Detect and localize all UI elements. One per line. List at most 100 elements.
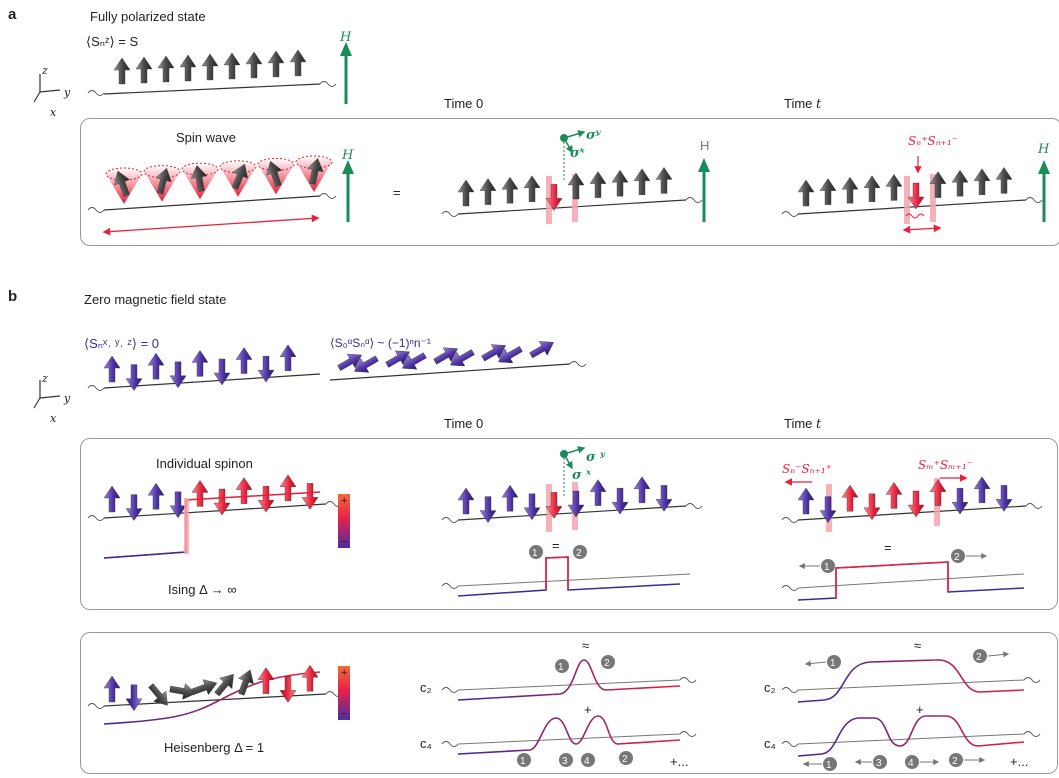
polarized-expectation: ⟨Sₙᶻ⟩ = S	[86, 34, 139, 49]
spin-arrow	[611, 488, 629, 515]
svg-text:3: 3	[562, 756, 568, 767]
spin-wave-chain	[87, 193, 337, 213]
spin-arrow	[103, 675, 121, 703]
spin-arrow	[103, 485, 121, 513]
field-arrow-timet	[1038, 160, 1050, 174]
svg-text:1: 1	[830, 658, 836, 669]
time0-label-b: Time 0	[444, 416, 484, 431]
pulse-band	[930, 174, 936, 222]
panel-b-title: Zero magnetic field state	[84, 292, 227, 307]
wavelength-arrow	[102, 214, 320, 236]
field-label-a: H	[340, 30, 352, 45]
continuation-0: +...	[670, 754, 689, 769]
spin-arrow	[125, 494, 143, 521]
spin-arrow	[589, 171, 607, 198]
svg-text:3: 3	[876, 758, 882, 769]
spin-arrow	[567, 172, 585, 200]
svg-text:4: 4	[908, 758, 914, 769]
heisenberg-chain	[87, 691, 343, 709]
pulse-band	[904, 176, 910, 224]
spin-arrow	[633, 168, 651, 196]
spin-arrow	[266, 160, 283, 188]
spin-wave-title: Spin wave	[176, 130, 236, 145]
spinon-operator-left: Sₙ⁻Sₙ₊₁⁺	[782, 462, 832, 476]
axis-y-b: y	[64, 392, 71, 405]
spin-arrow	[213, 488, 231, 516]
svg-text:2: 2	[954, 552, 960, 563]
axis-z-b: z	[42, 372, 48, 385]
spin-arrow	[337, 353, 362, 371]
c2-label-t: c₂	[764, 680, 776, 695]
timet-spins-a	[797, 167, 1013, 224]
spin-arrow	[169, 361, 187, 389]
spin-arrow	[114, 170, 130, 197]
spin-arrow	[179, 54, 197, 82]
spin-arrow	[147, 482, 165, 510]
spin-arrow	[797, 179, 815, 207]
c4-profile-t: 1 3 4 2	[781, 715, 1041, 771]
polarized-spin-arrows	[113, 49, 307, 85]
svg-text:2: 2	[576, 548, 582, 559]
spin-arrow	[841, 484, 859, 512]
equals-sign-bt: =	[884, 540, 892, 555]
ising-label: Ising Δ → ∞	[168, 582, 237, 597]
spin-arrow	[231, 163, 248, 190]
svg-text:1: 1	[532, 548, 538, 559]
spin-arrow	[354, 355, 379, 373]
spin-arrow	[191, 679, 218, 696]
spin-arrow	[169, 491, 187, 519]
spin-arrow	[973, 476, 991, 503]
spin-arrow	[147, 352, 165, 380]
time0-spins-a	[457, 167, 673, 224]
spin-arrow	[245, 51, 263, 79]
spin-arrow	[951, 169, 969, 197]
spin-arrow	[545, 492, 563, 519]
correlated-spins	[337, 341, 554, 373]
spin-arrow	[501, 176, 519, 204]
field-arrow-a	[340, 42, 352, 56]
zero-field-spins	[103, 344, 297, 391]
colorbar-2	[338, 666, 350, 720]
svg-text:−: −	[341, 708, 347, 720]
spin-arrow	[457, 179, 475, 207]
sigma-x-a: σˣ	[570, 146, 585, 161]
spin-arrow	[238, 669, 254, 696]
svg-text:+: +	[341, 667, 347, 679]
approx-sign-0: ≈	[582, 638, 590, 653]
timet-label-b: Time t	[784, 416, 822, 432]
svg-text:+: +	[341, 495, 347, 507]
field-arrow-time0	[698, 158, 710, 172]
spin-arrow	[819, 178, 837, 205]
spin-arrow	[279, 676, 297, 703]
spin-arrow	[655, 485, 673, 512]
panel-a-title: Fully polarized state	[90, 9, 206, 24]
zero-field-chain	[87, 361, 587, 391]
heisenberg-box	[80, 632, 1058, 774]
spin-arrow	[223, 52, 241, 80]
colorbar-1	[338, 494, 350, 548]
spin-arrow	[611, 169, 629, 197]
spin-arrow	[155, 167, 172, 195]
spin-arrow	[479, 178, 497, 205]
svg-text:1: 1	[826, 760, 832, 771]
sigma-y-a: σʸ	[586, 128, 601, 143]
spin-arrow	[841, 176, 859, 204]
c2-label-0: c₂	[420, 680, 432, 695]
svg-text:−: −	[341, 536, 347, 548]
c2-profile-0: 1 2	[441, 655, 697, 701]
spin-arrow	[213, 358, 231, 386]
equals-sign-a: =	[393, 185, 401, 200]
spin-arrow	[951, 488, 969, 515]
spin-arrow	[307, 158, 324, 185]
spin-arrow	[402, 352, 427, 370]
spin-arrow	[481, 344, 506, 362]
spin-arrow	[907, 182, 925, 210]
spin-arrow	[545, 184, 563, 211]
spin-arrow	[633, 476, 651, 503]
spin-arrow	[125, 364, 143, 391]
panel-a-letter: a	[8, 6, 17, 23]
spin-arrow	[385, 350, 410, 368]
spin-arrow	[301, 483, 319, 510]
sum-plus-0: +	[584, 702, 592, 717]
svg-text:4: 4	[584, 756, 590, 767]
